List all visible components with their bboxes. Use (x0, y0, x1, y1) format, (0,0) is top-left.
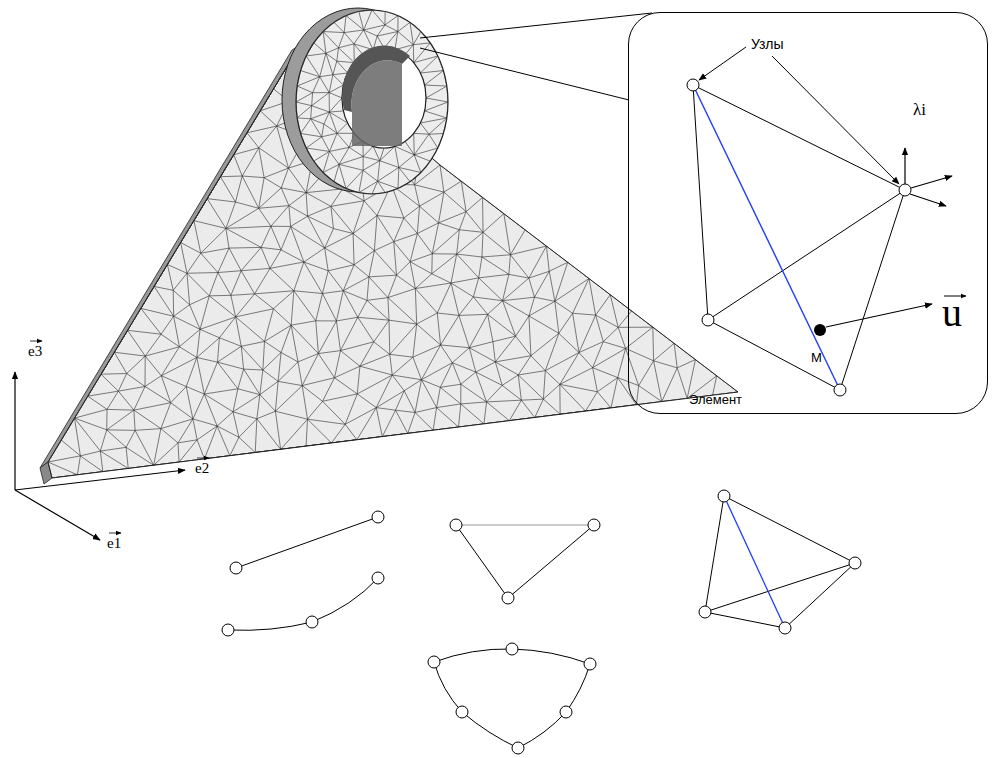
element-types (228, 496, 855, 748)
tetrahedron (693, 85, 905, 390)
dof-arrow (910, 194, 946, 206)
leader-line (420, 48, 629, 100)
leader-arrow (699, 47, 746, 80)
axis-label: e1 (107, 536, 121, 551)
axis (15, 490, 100, 540)
hole-wall (351, 60, 402, 146)
leader-arrow (772, 56, 899, 184)
dof-arrow (904, 148, 905, 184)
point-m (814, 324, 826, 336)
dof-symbol: λi (913, 101, 926, 118)
displacement-arrow (826, 304, 932, 327)
axis-label: e2 (195, 461, 209, 476)
vector-symbol: u (942, 293, 962, 333)
vector-arrow (197, 458, 209, 459)
axis (14, 372, 15, 490)
leader-line (420, 13, 652, 38)
mesh (48, 45, 738, 478)
axis (15, 470, 185, 490)
element-type-nodes (222, 490, 861, 754)
axis-label: e3 (28, 344, 42, 359)
element-nodes (687, 79, 911, 396)
callout-bubble: Узлы λiMuЭлемент (628, 12, 988, 414)
plate-face (48, 45, 738, 478)
element-label: Элемент (689, 393, 742, 406)
vector-arrow (109, 533, 121, 534)
point-label: M (811, 351, 822, 364)
node-label: Узлы (751, 37, 784, 51)
dof-arrow (911, 176, 952, 188)
vector-arrow (30, 341, 42, 342)
mesh-lines (48, 45, 738, 478)
